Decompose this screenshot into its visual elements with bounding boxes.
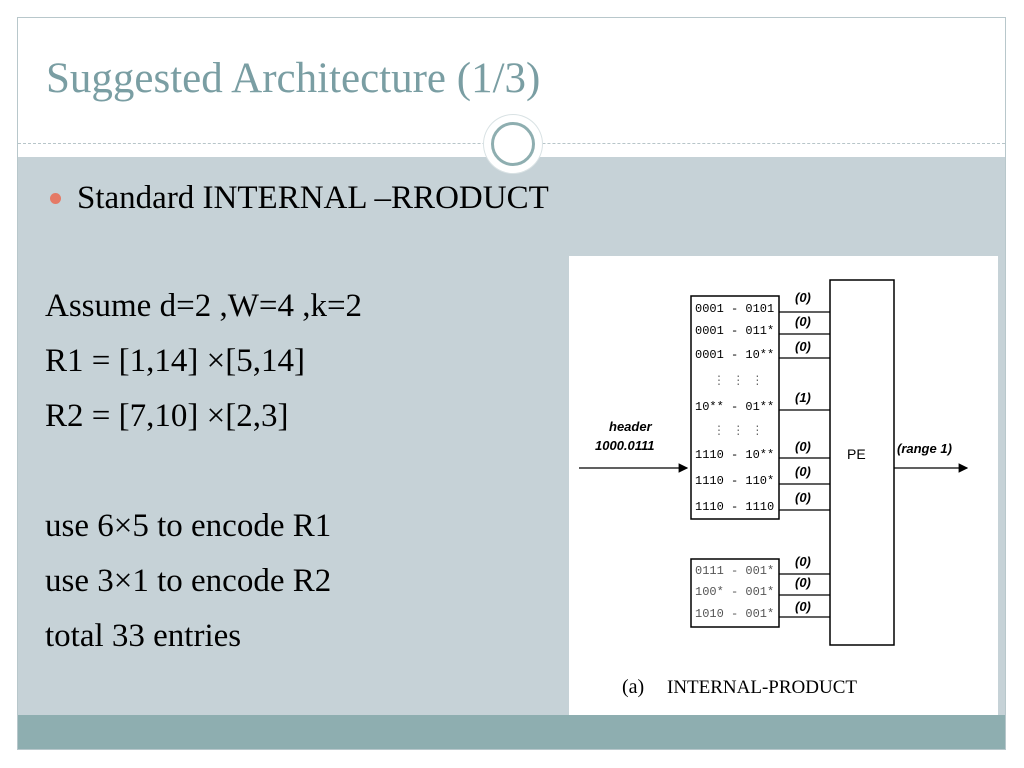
table1-ellipsis: ⋮ ⋮ ⋮ (713, 424, 763, 438)
table1-entry: 0001 - 0101 (695, 302, 774, 316)
architecture-figure: 0001 - 0101 0001 - 011* 0001 - 10** ⋮ ⋮ … (569, 256, 998, 715)
caption-text: INTERNAL-PRODUCT (667, 677, 857, 698)
table2-box (690, 558, 780, 628)
match-output-label: (0) (795, 290, 811, 305)
match-output-label: (1) (795, 390, 811, 405)
caption-prefix: (a) (622, 676, 644, 698)
match-output-label: (0) (795, 464, 811, 479)
body-line: R1 = [1,14] ×[5,14] (45, 343, 305, 379)
table1-entry: 0001 - 10** (695, 348, 774, 362)
input-label-header: header (609, 419, 653, 434)
match-output-label: (0) (795, 439, 811, 454)
pe-label: PE (847, 446, 866, 462)
match-output-label: (0) (795, 490, 811, 505)
table1-entry: 1110 - 110* (695, 474, 774, 488)
match-output-label: (0) (795, 554, 811, 569)
circle-ornament-icon (484, 115, 542, 173)
slide-title: Suggested Architecture (1/3) (46, 55, 541, 102)
bullet-item: Standard INTERNAL –RRODUCT (50, 180, 549, 217)
table1-entry: 10** - 01** (695, 400, 774, 414)
table1-ellipsis: ⋮ ⋮ ⋮ (713, 374, 763, 388)
body-line: use 6×5 to encode R1 (45, 508, 332, 544)
body-line: Assume d=2 ,W=4 ,k=2 (45, 288, 363, 324)
input-label-value: 1000.0111 (595, 438, 655, 453)
table1-box (690, 295, 780, 520)
footer-bar (18, 715, 1005, 749)
output-label: (range 1) (897, 441, 952, 456)
table2-entry: 1010 - 001* (695, 607, 774, 621)
architecture-diagram: 0001 - 0101 0001 - 011* 0001 - 10** ⋮ ⋮ … (579, 279, 969, 698)
table1-entry: 1110 - 10** (695, 448, 774, 462)
slide: Suggested Architecture (1/3) Standard IN… (17, 17, 1006, 750)
body-line: total 33 entries (45, 618, 242, 654)
body-line: R2 = [7,10] ×[2,3] (45, 398, 289, 434)
bullet-text: Standard INTERNAL –RRODUCT (77, 180, 549, 216)
match-output-label: (0) (795, 599, 811, 614)
table1-entry: 0001 - 011* (695, 324, 774, 338)
circle-ring (491, 122, 535, 166)
bullet-dot-icon (50, 193, 61, 204)
table2-entry: 0111 - 001* (695, 564, 774, 578)
pe-box (829, 279, 895, 646)
match-output-label: (0) (795, 314, 811, 329)
match-output-label: (0) (795, 339, 811, 354)
table2-entry: 100* - 001* (695, 585, 774, 599)
table1-entry: 1110 - 1110 (695, 500, 774, 514)
match-output-label: (0) (795, 575, 811, 590)
body-line: use 3×1 to encode R2 (45, 563, 332, 599)
